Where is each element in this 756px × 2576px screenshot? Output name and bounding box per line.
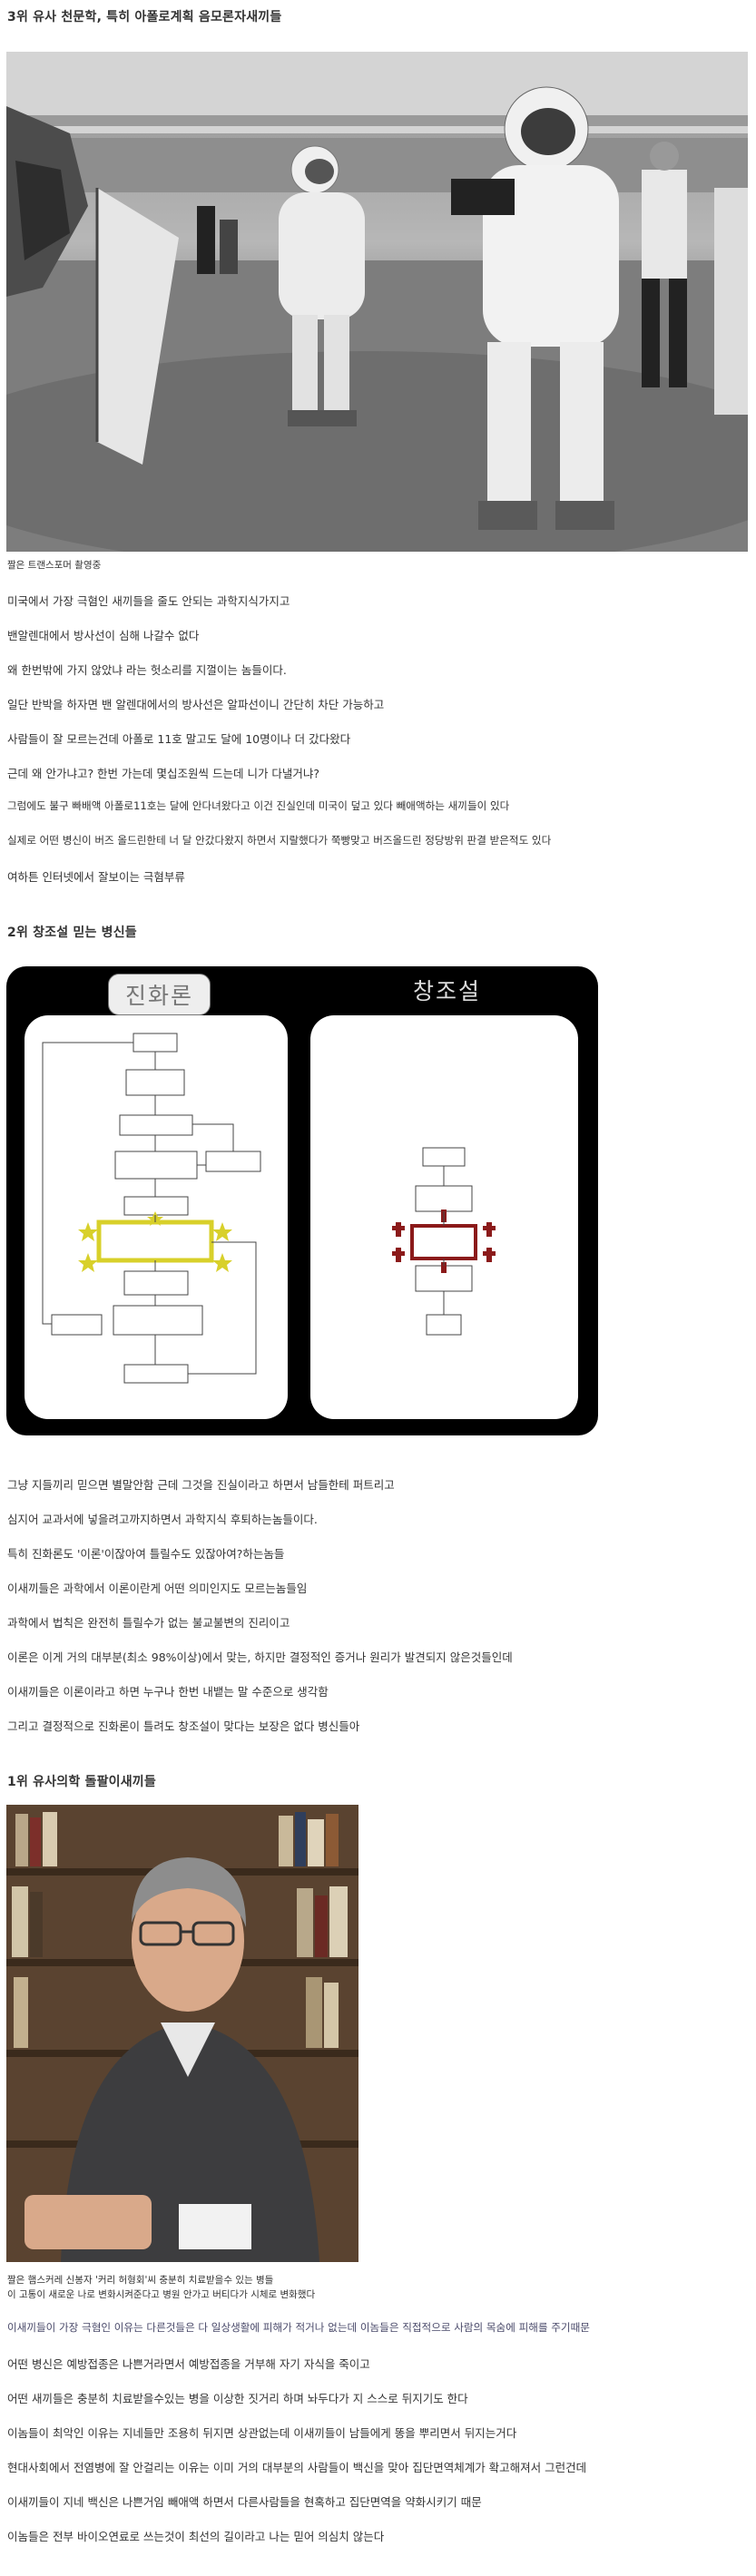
- creation-panel: [310, 1015, 578, 1419]
- creation-flowchart: [392, 1147, 496, 1336]
- section-3-paragraph: 사람들이 잘 모르는건데 아폴로 11호 말고도 달에 10명이나 더 갔다왔다: [7, 732, 351, 746]
- section-2-paragraph: 과학에서 법칙은 완전히 틀릴수가 없는 불교불변의 진리이고: [7, 1616, 290, 1630]
- apollo-photo-caption: 짤은 트랜스포머 촬영중: [7, 560, 102, 571]
- section-3-paragraph: 여하튼 인터넷에서 잘보이는 극혐부류: [7, 870, 185, 884]
- person-photo-caption-line: 이 고통이 새로운 나로 변화시켜준다고 병원 안가고 버티다가 시체로 변화했…: [7, 2289, 316, 2300]
- section-1-paragraph: 이놈들이 최악인 이유는 지네들만 조용히 뒤지면 상관없는데 이새끼들이 남들…: [7, 2426, 517, 2440]
- evolution-title: 진화론: [108, 974, 211, 1015]
- section-2-paragraph: 이새끼들은 이론이라고 하면 누구나 한번 내뱉는 말 수준으로 생각함: [7, 1685, 329, 1699]
- apollo-photo-illustration: [6, 52, 748, 552]
- section-3-heading: 3위 유사 천문학, 특히 아폴로계획 음모론자새끼들: [7, 10, 282, 24]
- section-1-paragraph: 이새끼들이 지네 백신은 나쁜거임 빼애액 하면서 다른사람들을 현혹하고 집단…: [7, 2495, 482, 2509]
- section-2-paragraph: 그리고 결정적으로 진화론이 틀려도 창조설이 맞다는 보장은 없다 병신들아: [7, 1719, 360, 1733]
- section-2-paragraph: 이론은 이게 거의 대부분(최소 98%이상)에서 맞는, 하지만 결정적인 증…: [7, 1650, 513, 1664]
- section-3-paragraph: 실제로 어떤 병신이 버즈 올드린한테 너 달 안갔다왔지 하면서 지랄했다가 …: [7, 834, 552, 847]
- creation-title: 창조설: [413, 978, 482, 1004]
- section-3-paragraph: 일단 반박을 하자면 밴 알렌대에서의 방사선은 알파선이니 간단히 차단 가능…: [7, 698, 385, 711]
- person-photo-illustration: [6, 1805, 358, 2262]
- section-1-paragraph: 현대사회에서 전염병에 잘 안걸리는 이유는 이미 거의 대부분의 사람들이 백…: [7, 2461, 587, 2474]
- section-3-paragraph: 미국에서 가장 극혐인 새끼들을 줄도 안되는 과학지식가지고: [7, 594, 290, 608]
- section-2-paragraph: 특히 진화론도 '이론'이잖아여 틀릴수도 있잖아여?하는놈들: [7, 1547, 285, 1561]
- section-2-heading: 2위 창조설 믿는 병신들: [7, 926, 137, 940]
- section-3-paragraph: 밴알렌대에서 방사선이 심해 나갈수 없다: [7, 629, 200, 642]
- evolution-panel: [25, 1015, 288, 1419]
- evolution-vs-creation-diagram: 진화론: [6, 966, 598, 1435]
- section-1-paragraph: 어떤 병신은 예방접종은 나쁜거라면서 예방접종을 거부해 자기 자식을 죽이고: [7, 2357, 370, 2371]
- section-1-paragraph: 어떤 새끼들은 충분히 치료받을수있는 병을 이상한 짓거리 하며 놔두다가 지…: [7, 2392, 468, 2405]
- section-3-paragraph: 왜 한번밖에 가지 않았냐 라는 헛소리를 지껄이는 놈들이다.: [7, 663, 287, 677]
- section-2-paragraph: 그냥 지들끼리 믿으면 별말안함 근데 그것을 진실이라고 하면서 남들한테 퍼…: [7, 1478, 395, 1492]
- apollo-photo: [6, 52, 748, 552]
- section-1-paragraph: 이놈들은 전부 바이오연료로 쓰는것이 최선의 길이라고 나는 믿어 의심치 않…: [7, 2530, 385, 2543]
- section-2-paragraph: 이새끼들은 과학에서 이론이란게 어떤 의미인지도 모르는놈들임: [7, 1582, 308, 1595]
- section-3-paragraph: 근데 왜 안가냐고? 한번 가는데 몇십조원씩 드는데 니가 다낼거냐?: [7, 767, 320, 780]
- section-2-paragraph: 심지어 교과서에 넣을려고까지하면서 과학지식 후퇴하는놈들이다.: [7, 1513, 318, 1526]
- evolution-flowchart: [42, 1033, 261, 1384]
- person-photo: [6, 1805, 358, 2262]
- section-1-heading: 1위 유사의학 돌팔이새끼들: [7, 1775, 156, 1789]
- section-3-paragraph: 그럼에도 불구 빠배액 아폴로11호는 달에 안다녀왔다고 이건 진실인데 미국…: [7, 799, 510, 812]
- person-photo-caption-line: 짤은 햄스커레 신봉자 '커리 허형회'씨 충분히 치료받을수 있는 병들: [7, 2275, 274, 2286]
- section-1-paragraph: 이새끼들이 가장 극혐인 이유는 다른것들은 다 일상생활에 피해가 적거나 없…: [7, 2321, 590, 2334]
